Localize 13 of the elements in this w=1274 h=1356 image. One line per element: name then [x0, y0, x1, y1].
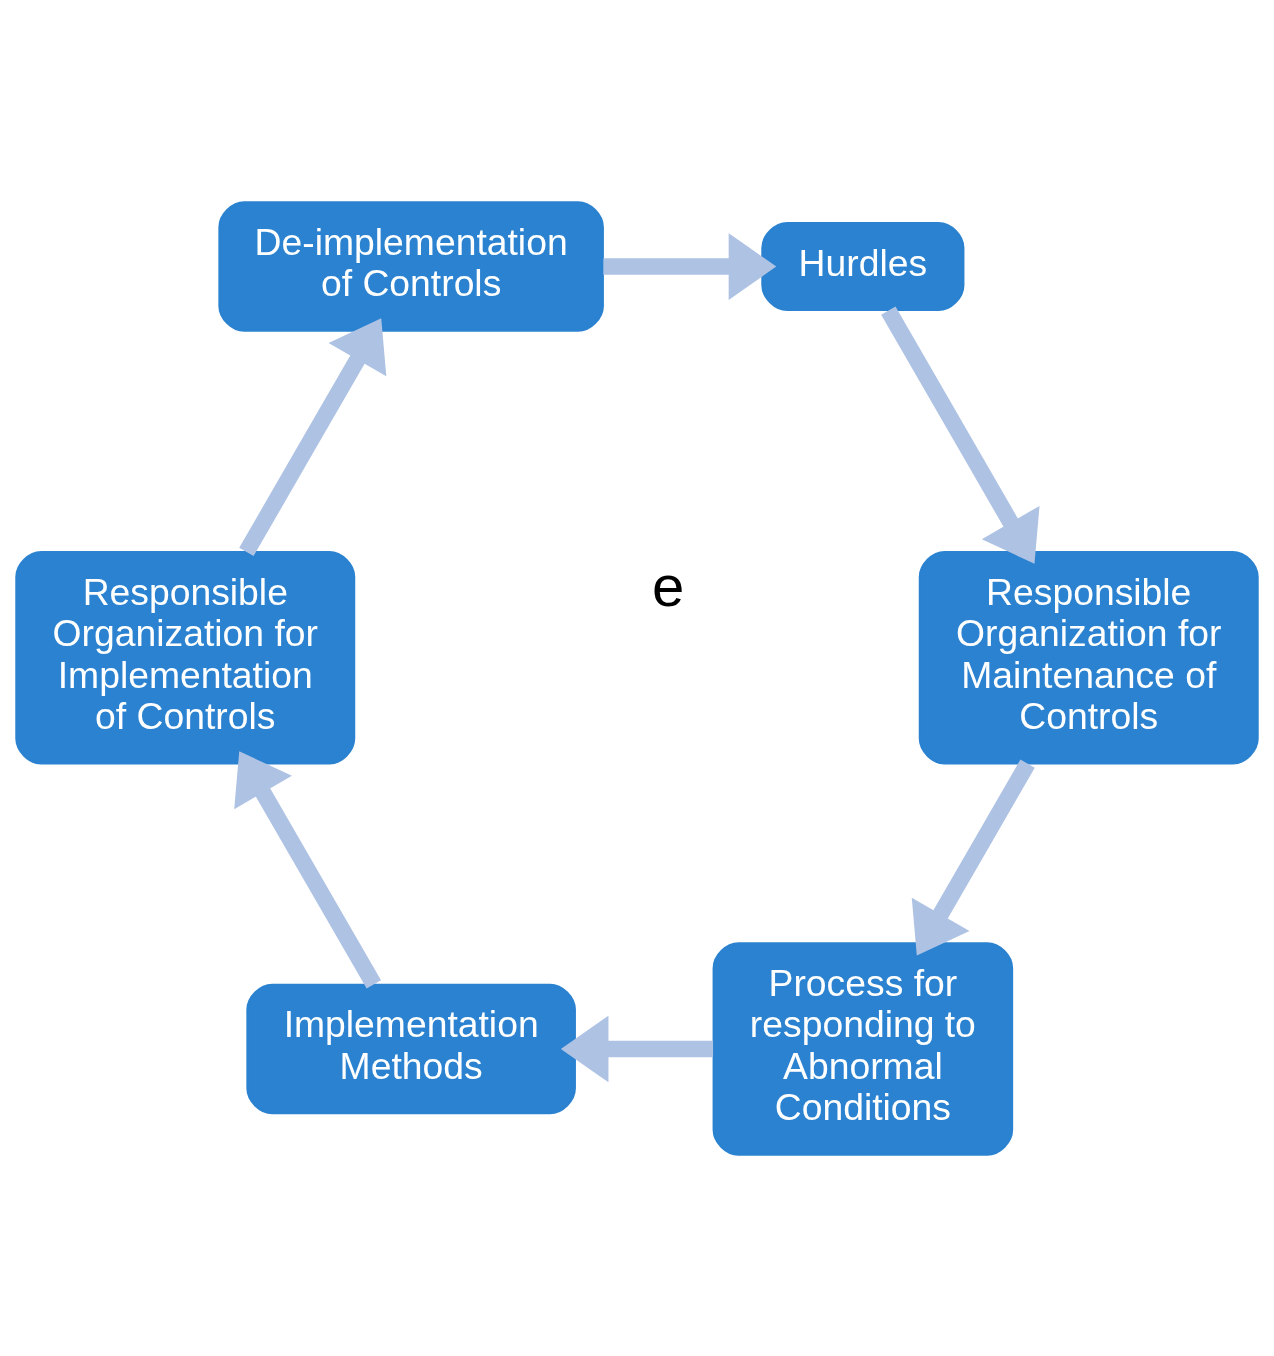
- arrow: [603, 232, 777, 300]
- node-box: Responsible Organization for Implementation of Controls: [15, 550, 356, 765]
- arrow: [911, 759, 1035, 956]
- node-box: Hurdles: [761, 221, 965, 311]
- label: e: [651, 552, 685, 618]
- arrow: [881, 306, 1040, 564]
- node-box: De-implementation of Controls: [218, 200, 604, 332]
- node-box: Responsible Organization for Maintenance of Controls: [918, 550, 1259, 765]
- node-box: Implementation Methods: [246, 983, 576, 1114]
- arrow: [239, 317, 387, 556]
- node-box: Process for responding to Abnormal Conditions: [712, 941, 1014, 1156]
- arrow: [234, 750, 381, 989]
- arrow: [560, 1015, 714, 1082]
